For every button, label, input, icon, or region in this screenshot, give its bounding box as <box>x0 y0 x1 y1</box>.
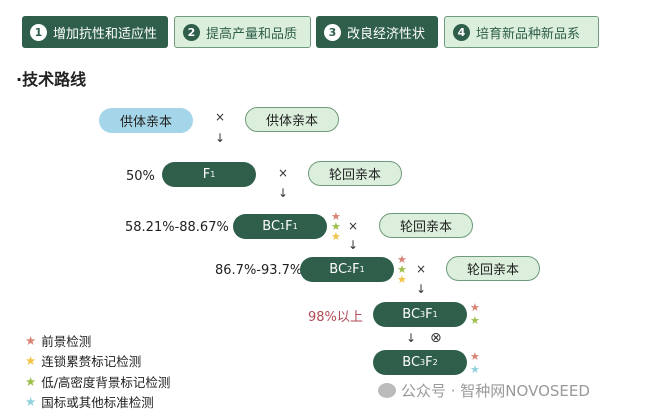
step-number: 2 <box>183 23 200 41</box>
step-number: 3 <box>324 23 341 41</box>
tab-label: 培育新品种新品系 <box>476 26 581 42</box>
star-icon-standard: ★ <box>470 363 480 376</box>
bc1f1-percent: 58.21%-88.67% <box>125 220 229 235</box>
star-icon-background: ★ <box>470 314 480 327</box>
donor-parent-node-2: 供体亲本 <box>245 107 339 132</box>
star-icon-foreground: ★ <box>331 210 341 223</box>
legend-label: 连锁累赘标记检测 <box>41 354 142 369</box>
selfing-icon: ⊗ <box>430 330 442 346</box>
step-number: 1 <box>30 23 47 41</box>
star-icon-background: ★ <box>397 263 407 276</box>
wechat-icon <box>378 383 396 398</box>
star-icon: ★ <box>25 374 37 389</box>
cross-symbol: × <box>348 219 359 233</box>
arrow-down-icon: ↓ <box>348 238 359 252</box>
step-number: 4 <box>453 23 470 41</box>
star-icon-foreground: ★ <box>397 253 407 266</box>
star-icon-linkage: ★ <box>397 273 407 286</box>
cross-symbol: × <box>215 110 226 124</box>
legend-label: 国标或其他标准检测 <box>41 395 154 410</box>
star-icon: ★ <box>25 394 37 409</box>
star-icon: ★ <box>25 333 37 348</box>
legend-item: ★ 前景检测 <box>25 331 91 350</box>
donor-parent-node: 供体亲本 <box>99 108 193 133</box>
tab-label: 提高产量和品质 <box>206 26 298 42</box>
recurrent-parent-node: 轮回亲本 <box>308 161 402 186</box>
watermark: 公众号 · 智种网NOVOSEED <box>378 380 590 401</box>
recurrent-parent-node: 轮回亲本 <box>446 256 540 281</box>
legend-item: ★ 国标或其他标准检测 <box>25 392 154 411</box>
arrow-down-icon: ↓ <box>406 331 417 345</box>
legend-label: 前景检测 <box>41 334 92 349</box>
tab-label: 改良经济性状 <box>347 26 426 42</box>
star-icon-linkage: ★ <box>331 230 341 243</box>
recurrent-parent-node: 轮回亲本 <box>379 213 473 238</box>
section-title: ·技术路线 <box>16 70 87 89</box>
cross-symbol: × <box>278 166 289 180</box>
cross-symbol: × <box>416 262 427 276</box>
legend-label: 低/高密度背景标记检测 <box>41 375 171 390</box>
star-icon-background: ★ <box>331 220 341 233</box>
tab-step-1[interactable]: 1 增加抗性和适应性 <box>22 16 168 48</box>
legend-item: ★ 低/高密度背景标记检测 <box>25 372 170 391</box>
tab-step-4[interactable]: 4 培育新品种新品系 <box>444 16 599 48</box>
watermark-text: 公众号 · 智种网NOVOSEED <box>401 382 590 400</box>
tab-step-2[interactable]: 2 提高产量和品质 <box>174 16 311 48</box>
f1-percent: 50% <box>126 169 155 184</box>
arrow-down-icon: ↓ <box>278 186 289 200</box>
arrow-down-icon: ↓ <box>215 131 226 145</box>
tab-label: 增加抗性和适应性 <box>53 26 158 42</box>
star-icon: ★ <box>25 353 37 368</box>
star-icon-foreground: ★ <box>470 350 480 363</box>
bc2f1-percent: 86.7%-93.7% <box>215 263 303 278</box>
bc3f1-percent: 98%以上 <box>308 310 363 325</box>
star-icon-foreground: ★ <box>470 301 480 314</box>
legend-item: ★ 连锁累赘标记检测 <box>25 351 141 370</box>
tab-step-3[interactable]: 3 改良经济性状 <box>316 16 438 48</box>
arrow-down-icon: ↓ <box>416 282 427 296</box>
